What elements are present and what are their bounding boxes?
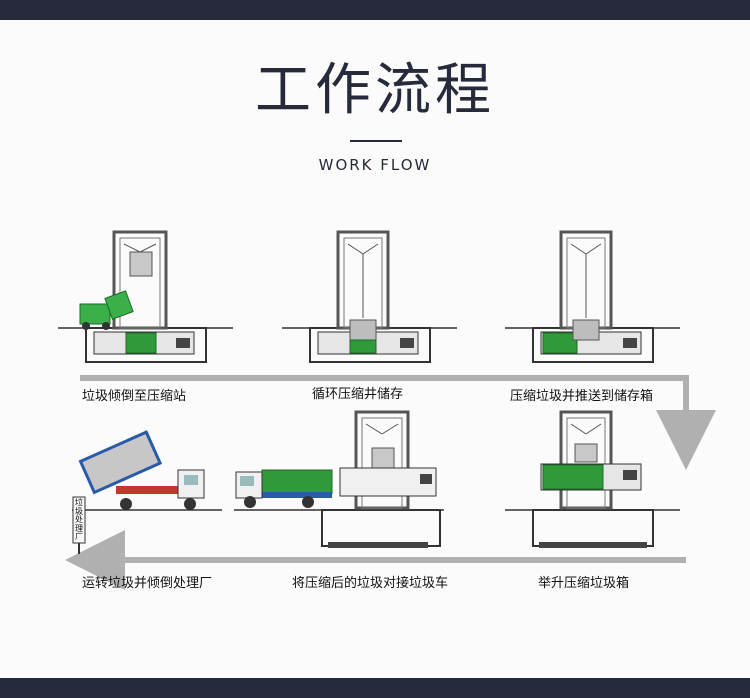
step-1-illustration — [58, 230, 233, 363]
flow-arrows — [65, 375, 716, 590]
step-4-illustration — [72, 430, 222, 511]
step-4-label: 运转垃圾并倾倒处理厂 — [82, 576, 213, 591]
flow-arrow-row1 — [80, 375, 716, 470]
processing-plant-sign — [72, 496, 86, 554]
title-divider — [350, 140, 402, 142]
step-1-label: 垃圾倾倒至压缩站 — [82, 389, 187, 404]
step-3-illustration — [505, 230, 680, 363]
bottom-band — [0, 678, 750, 698]
step-6-label: 举升压缩垃圾箱 — [538, 576, 630, 591]
step-5-illustration — [234, 410, 444, 548]
step-5-label: 将压缩后的垃圾对接垃圾车 — [292, 576, 449, 591]
step-2-illustration — [282, 230, 457, 363]
step-2-label: 循环压缩井储存 — [312, 387, 404, 402]
processing-plant-sign-text: 垃圾处理厂 — [75, 498, 83, 541]
step-3-label: 压缩垃圾并推送到储存箱 — [510, 389, 654, 404]
page-subtitle: WORK FLOW — [318, 156, 432, 174]
page-title: 工作流程 — [255, 58, 495, 123]
top-band — [0, 0, 750, 20]
step-6-illustration — [505, 410, 680, 548]
